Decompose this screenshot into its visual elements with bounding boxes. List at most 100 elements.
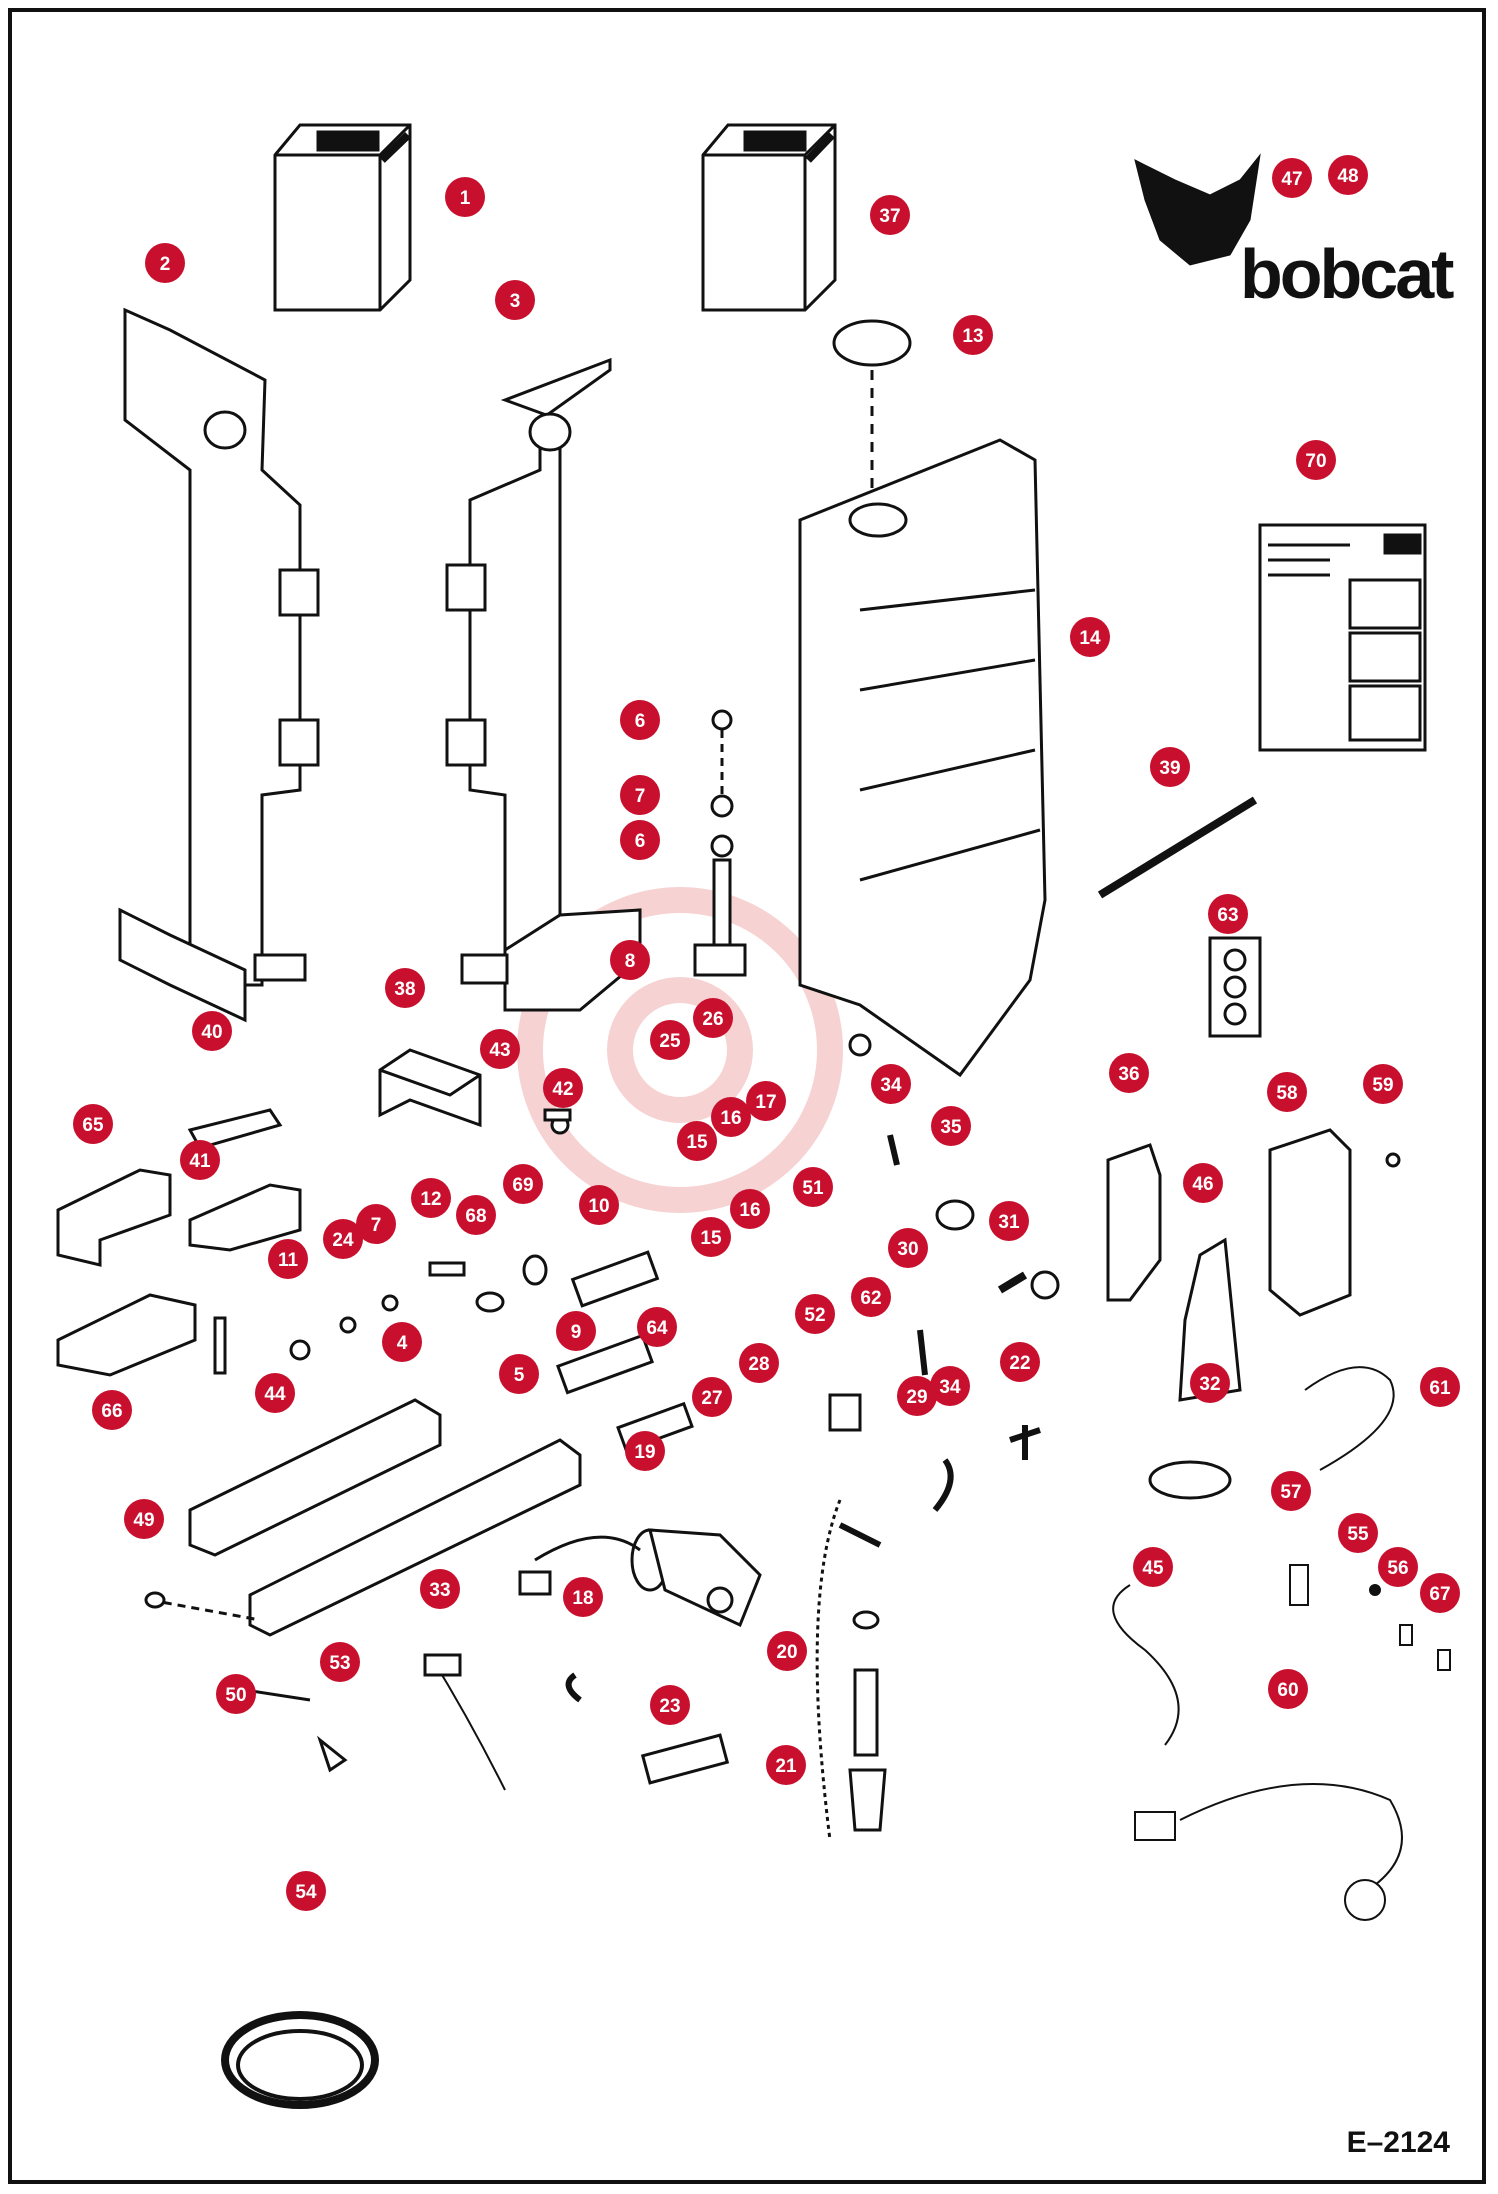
callout-circle [255,1373,295,1413]
callout-circle [1208,894,1248,934]
callout-circle [1150,747,1190,787]
callout-number: 38 [394,979,415,1000]
callout-circle [871,1064,911,1104]
callout-marker: 59 [1363,1064,1403,1104]
callout-number: 15 [700,1228,722,1249]
callout-circle [92,1390,132,1430]
coiled-hose [221,2011,379,2109]
callout-marker: 1 [445,177,485,217]
callout-marker: 39 [1150,747,1190,787]
callout-number: 7 [635,786,646,807]
callout-circle [1420,1573,1460,1613]
callout-marker: 15 [677,1121,717,1161]
callout-marker: 41 [180,1140,220,1180]
callout-number: 15 [686,1132,708,1153]
callout-circle [503,1164,543,1204]
callout-number: 5 [514,1365,525,1386]
callout-marker: 64 [637,1307,677,1347]
callout-marker: 37 [870,195,910,235]
callout-marker: 52 [795,1294,835,1334]
callout-marker: 49 [124,1499,164,1539]
callout-circle [456,1195,496,1235]
callout-number: 27 [701,1388,722,1409]
callout-circle [420,1569,460,1609]
callout-number: 8 [625,951,636,972]
callout-number: 18 [572,1588,593,1609]
callout-number: 58 [1276,1083,1297,1104]
pump-motor [518,1528,762,1628]
callout-circle [1133,1547,1173,1587]
callout-marker: 30 [888,1228,928,1268]
callout-circle [411,1178,451,1218]
callout-marker: 50 [216,1674,256,1714]
callout-circle [1272,158,1312,198]
callout-marker: 43 [480,1029,520,1069]
watermark-gear [517,887,843,1213]
callout-number: 29 [906,1387,927,1408]
callout-marker: 47 [1272,158,1312,198]
callout-marker: 24 [323,1219,363,1259]
callout-circle [1070,617,1110,657]
brand-wordmark: bobcat [1240,235,1454,313]
callout-marker: 8 [610,940,650,980]
callout-marker: 42 [543,1068,583,1108]
callout-marker: 33 [420,1569,460,1609]
callout-number: 24 [332,1230,354,1251]
callout-circle [793,1167,833,1207]
callout-number: 44 [264,1384,286,1405]
callout-number: 37 [879,206,900,227]
callout-circle [989,1201,1029,1241]
callout-number: 36 [1118,1064,1139,1085]
callout-number: 34 [939,1377,961,1398]
callout-marker: 53 [320,1642,360,1682]
callout-circle [543,1068,583,1108]
callout-marker: 68 [456,1195,496,1235]
callout-circle [499,1354,539,1394]
control-box-bracket [378,1048,482,1128]
callout-marker: 22 [1000,1342,1040,1382]
callout-circle [1328,155,1368,195]
tank-cap [832,319,912,500]
callout-marker: 35 [931,1106,971,1146]
callout-number: 70 [1305,451,1326,472]
callout-number: 56 [1387,1558,1408,1579]
callout-marker: 2 [145,243,185,283]
callout-circle [1109,1053,1149,1093]
callout-marker: 69 [503,1164,543,1204]
callout-marker: 19 [625,1431,665,1471]
callout-number: 47 [1281,169,1302,190]
callout-number: 57 [1280,1482,1301,1503]
callout-number: 7 [371,1215,382,1236]
callout-number: 20 [776,1642,797,1663]
callout-circle [356,1204,396,1244]
callout-number: 23 [659,1696,680,1717]
callout-marker: 12 [411,1178,451,1218]
callout-number: 3 [510,291,521,312]
callout-marker: 57 [1271,1471,1311,1511]
bobcat-logo-mark [1134,153,1261,266]
callout-circle [620,700,660,740]
callout-marker: 34 [871,1064,911,1104]
callout-marker: 15 [691,1217,731,1257]
callout-number: 69 [512,1175,533,1196]
mounting-blocks [56,1108,302,1377]
callout-circle [795,1294,835,1334]
callout-number: 6 [635,831,646,852]
callout-marker: 9 [556,1311,596,1351]
callout-number: 10 [588,1196,609,1217]
callout-marker: 65 [73,1104,113,1144]
callout-marker: 32 [1190,1363,1230,1403]
callout-circle [691,1217,731,1257]
mounting-stud [693,709,747,977]
callout-marker: 14 [1070,617,1110,657]
callout-circle [385,968,425,1008]
callout-marker: 6 [620,700,660,740]
callout-circle [692,1377,732,1417]
callout-marker: 21 [766,1745,806,1785]
wiring-harnesses [1112,1366,1451,1921]
callout-marker: 16 [730,1189,770,1229]
callout-marker: 27 [692,1377,732,1417]
callout-circle [495,280,535,320]
callout-circle [216,1674,256,1714]
callout-number: 30 [897,1239,918,1260]
